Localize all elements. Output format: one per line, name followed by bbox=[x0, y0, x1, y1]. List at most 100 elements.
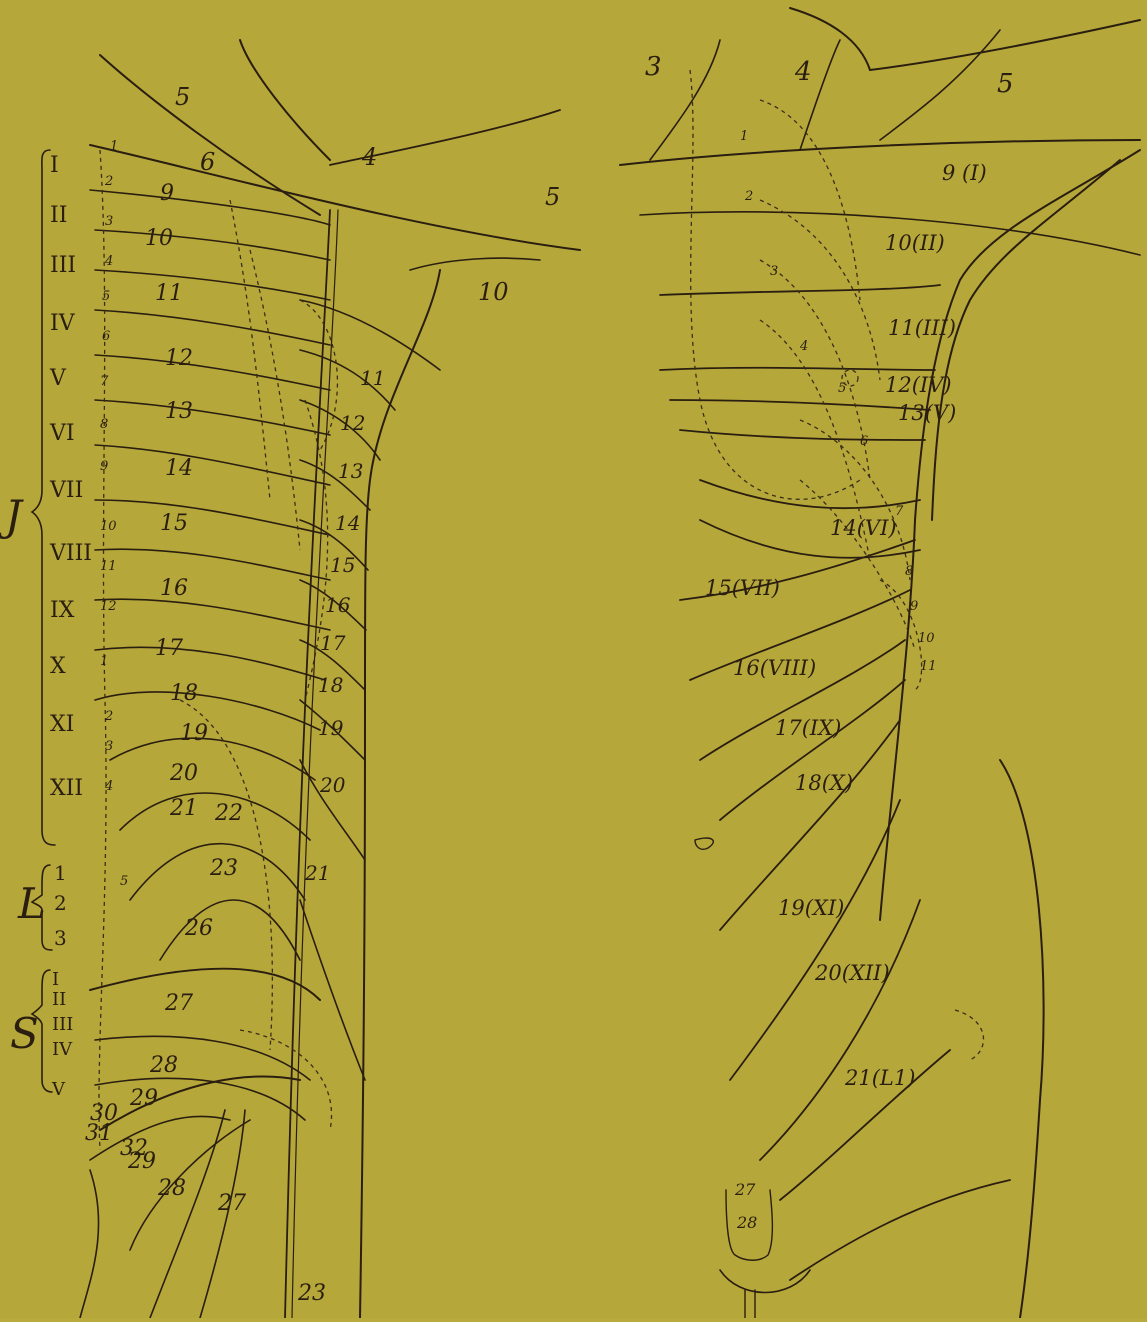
lateral-segment-label: 15 bbox=[330, 553, 355, 577]
segment-label: 28 bbox=[157, 1176, 186, 1201]
rib-number: 5 bbox=[102, 289, 110, 304]
segment-label: 27 bbox=[164, 991, 193, 1016]
vertebra-label-thoracic: XII bbox=[50, 776, 83, 801]
vertebra-label-thoracic: V bbox=[49, 366, 67, 391]
left-top-label: 4 bbox=[361, 143, 377, 171]
vertebra-label-thoracic: IX bbox=[50, 598, 75, 623]
rib-number: 5 bbox=[120, 874, 128, 889]
rib-number: 3 bbox=[105, 214, 113, 229]
segment-label: 27 bbox=[217, 1191, 246, 1216]
right-top-label: 3 bbox=[645, 52, 662, 82]
segment-label: 29 bbox=[127, 1149, 156, 1174]
rib-number: 7 bbox=[895, 504, 904, 519]
rib-number: 9 bbox=[910, 599, 918, 614]
segment-label: 9 bbox=[160, 181, 174, 206]
rib-number: 1 bbox=[740, 129, 748, 144]
rib-number: 1 bbox=[100, 654, 108, 669]
dermatome-label: 16(VIII) bbox=[733, 656, 816, 680]
vertebra-label-lumbar: 2 bbox=[54, 891, 67, 915]
segment-label: 11 bbox=[155, 281, 183, 306]
lateral-segment-label: 18 bbox=[318, 673, 343, 697]
lateral-segment-label: 13 bbox=[338, 459, 363, 483]
lateral-segment-label: 16 bbox=[325, 593, 351, 617]
vertebra-label-lumbar: 1 bbox=[54, 861, 67, 885]
vertebra-label-lumbar: 3 bbox=[54, 926, 67, 950]
rib-number: 12 bbox=[100, 599, 117, 614]
segment-label: 10 bbox=[145, 226, 173, 251]
group-label: S bbox=[10, 1009, 39, 1058]
anal-label-b: 28 bbox=[736, 1213, 757, 1232]
vertebra-label-thoracic: III bbox=[50, 253, 76, 278]
segment-label: 23 bbox=[297, 1281, 326, 1306]
lateral-segment-label: 14 bbox=[335, 511, 360, 535]
segment-label: 29 bbox=[129, 1086, 158, 1111]
dermatome-label: 20(XII) bbox=[814, 961, 890, 985]
left-top-label: 6 bbox=[200, 148, 215, 176]
rib-number: 4 bbox=[799, 339, 808, 354]
lateral-segment-label: 20 bbox=[319, 773, 346, 797]
segment-label: 26 bbox=[184, 916, 213, 941]
vertebra-label-thoracic: VI bbox=[49, 421, 75, 446]
rib-number: 10 bbox=[918, 631, 935, 646]
anal-label-a: 27 bbox=[734, 1180, 756, 1199]
rib-number: 2 bbox=[104, 709, 113, 724]
segment-label: 31 bbox=[85, 1121, 113, 1146]
segment-label: 14 bbox=[165, 456, 193, 481]
right-top-label: 5 bbox=[997, 69, 1014, 99]
rib-number: 4 bbox=[104, 254, 113, 269]
rib-number: 2 bbox=[744, 189, 753, 204]
rib-number: 11 bbox=[100, 559, 117, 574]
rib-number: 2 bbox=[104, 174, 113, 189]
dermatome-label: 11(III) bbox=[888, 316, 956, 340]
rib-number: 11 bbox=[920, 659, 937, 674]
dermatome-label: 17(IX) bbox=[775, 716, 841, 740]
group-label: L bbox=[17, 879, 46, 928]
vertebra-label-thoracic: X bbox=[50, 654, 66, 679]
rib-number: 9 bbox=[100, 459, 108, 474]
vertebra-label-sacral: III bbox=[52, 1014, 73, 1035]
vertebra-label-sacral: V bbox=[51, 1079, 66, 1100]
lateral-segment-label: 19 bbox=[318, 716, 344, 740]
lateral-segment-label: 12 bbox=[340, 411, 365, 435]
vertebra-label-thoracic: IV bbox=[50, 311, 76, 336]
vertebra-label-sacral: II bbox=[52, 989, 66, 1010]
segment-label: 13 bbox=[165, 399, 193, 424]
vertebra-label-thoracic: VII bbox=[49, 478, 83, 503]
segment-label: 15 bbox=[160, 511, 188, 536]
vertebra-label-thoracic: I bbox=[50, 153, 59, 178]
rib-number: 6 bbox=[860, 434, 868, 449]
rib-number: 8 bbox=[905, 564, 913, 579]
vertebra-label-thoracic: VIII bbox=[49, 541, 92, 566]
segment-label: 18 bbox=[170, 681, 198, 706]
rib-number: 6 bbox=[102, 329, 110, 344]
rib-number: 3 bbox=[105, 739, 113, 754]
rib-number: 7 bbox=[100, 374, 109, 389]
dermatome-label: 13(V) bbox=[898, 401, 956, 425]
rib-number: 3 bbox=[770, 264, 778, 279]
segment-label: 21 bbox=[169, 796, 198, 821]
rib-number: 4 bbox=[104, 779, 113, 794]
vertebra-label-thoracic: II bbox=[50, 203, 67, 228]
segment-label: 28 bbox=[149, 1053, 178, 1078]
segment-label: 22 bbox=[214, 801, 243, 826]
lateral-segment-label: 11 bbox=[360, 366, 385, 390]
dermatome-label: 12(IV) bbox=[885, 373, 952, 397]
dermatome-label: 19(XI) bbox=[778, 896, 844, 920]
segment-label: 12 bbox=[165, 346, 193, 371]
vertebra-label-thoracic: XI bbox=[50, 712, 74, 737]
rib-number: 10 bbox=[100, 519, 117, 534]
rib-number: 5 bbox=[838, 381, 846, 396]
dermatome-label: 21(L1) bbox=[844, 1066, 915, 1090]
left-top-label: 5 bbox=[545, 183, 560, 211]
dermatome-label: 18(X) bbox=[795, 771, 853, 795]
dermatome-label: 14(VI) bbox=[830, 516, 897, 540]
segment-label: 23 bbox=[209, 856, 238, 881]
dermatome-label: 9 (I) bbox=[942, 161, 987, 185]
right-top-label: 4 bbox=[794, 57, 812, 87]
rib-number: 1 bbox=[110, 139, 118, 154]
rib-number: 8 bbox=[100, 417, 108, 432]
vertebra-label-sacral: I bbox=[52, 969, 59, 990]
dermatome-label: 10(II) bbox=[885, 231, 945, 255]
